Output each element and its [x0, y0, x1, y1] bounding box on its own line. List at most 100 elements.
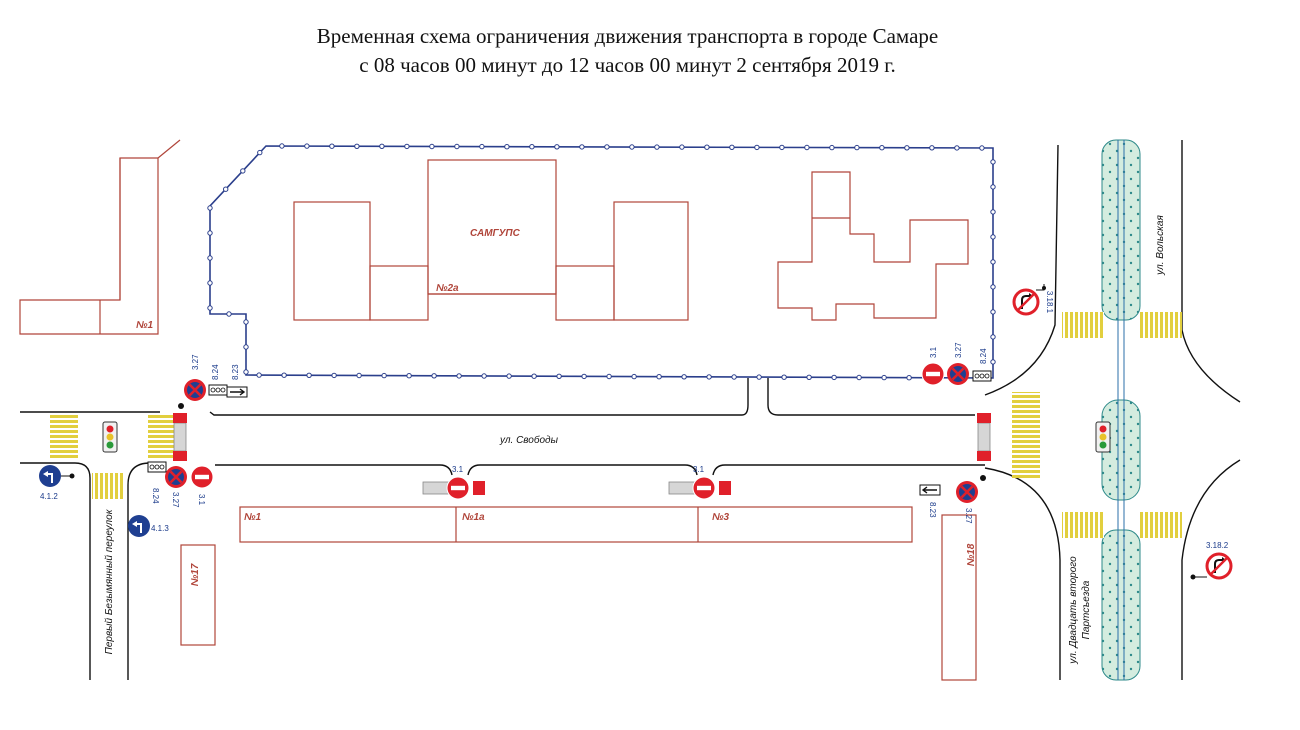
barrier-dot: [881, 374, 887, 381]
barrier-dot: [479, 143, 485, 150]
code-824-c: 8.24: [151, 488, 160, 504]
barrier-dot: [806, 374, 812, 380]
barrier-dot: [504, 144, 510, 150]
barrier-dot: [831, 374, 837, 381]
barrier-dot: [729, 144, 735, 151]
code-31-c: 3.1: [197, 494, 206, 506]
barrier-dot: [279, 143, 285, 149]
sign-plate-icon: [208, 384, 228, 396]
barrier-dot: [304, 143, 310, 149]
barrier-dot: [656, 374, 662, 380]
road-barriers: [172, 412, 992, 462]
barrier-dot: [990, 209, 996, 215]
barrier-dot: [990, 159, 996, 165]
barrier-dot: [243, 319, 249, 325]
barrier-dot: [226, 311, 232, 317]
street-svobody: ул. Свободы: [499, 434, 559, 446]
label-b3: №3: [712, 512, 729, 523]
code-823-a: 8.23: [231, 364, 240, 380]
sign-group-nw: 3.27 8.24 8.23: [178, 354, 248, 409]
barrier-dot: [404, 143, 410, 150]
barrier-dot: [681, 374, 687, 380]
no-turn-right-sign-icon: [1012, 288, 1040, 316]
no-stopping-sign-icon: [163, 464, 189, 490]
label-b1-bottom: №1: [244, 512, 261, 523]
turn-direction-sign-icon: [38, 464, 62, 488]
barrier-dot: [207, 230, 213, 236]
barrier-dot: [990, 259, 996, 265]
barrier-dot: [207, 205, 213, 211]
barrier-dot: [704, 144, 710, 150]
barrier-dot: [990, 334, 996, 340]
barrier-dot: [256, 372, 262, 378]
sign-group-se: 8.23 3.27: [919, 475, 986, 524]
barrier-dot: [954, 145, 960, 151]
barrier-dot: [556, 373, 562, 379]
barrier-dot: [379, 143, 385, 150]
code-31-e: 3.1: [693, 465, 705, 474]
no-entry-sign-icon: [921, 362, 945, 386]
barrier-icon: [976, 412, 992, 462]
code-413: 4.1.3: [151, 524, 169, 533]
barrier-dot: [829, 144, 835, 151]
barrier-dot: [804, 144, 810, 151]
no-stopping-sign-icon: [954, 479, 980, 505]
code-31-d: 3.1: [452, 465, 464, 474]
street-labels: ул. Свободы ул. Вольская Первый Безымянн…: [104, 215, 1166, 665]
barrier-dot: [856, 374, 862, 381]
title-line-1: Временная схема ограничения движения тра…: [316, 24, 939, 48]
barrier-dot: [990, 234, 996, 240]
street-volskaya: ул. Вольская: [1155, 215, 1166, 276]
barrier-dot: [879, 145, 885, 151]
no-turn-left-sign-icon: [1205, 552, 1233, 580]
barrier-dot: [431, 373, 437, 379]
sign-group-3182: 3.18.2: [1190, 541, 1233, 580]
code-823-f: 8.23: [928, 502, 937, 518]
barrier-dot: [990, 284, 996, 290]
title-line-2: с 08 часов 00 минут до 12 часов 00 минут…: [359, 53, 896, 77]
barrier-dot: [223, 186, 229, 192]
crosswalks: [50, 312, 1182, 538]
barrier-dot: [240, 168, 246, 174]
sign-pole-icon: [178, 403, 184, 409]
barrier-dot: [706, 374, 712, 380]
barrier-dot: [243, 369, 249, 375]
barrier-dot: [854, 144, 860, 151]
code-327-c: 3.27: [171, 492, 180, 508]
barrier-dot: [331, 372, 337, 379]
barrier-dot: [606, 373, 612, 380]
barrier-dot: [406, 373, 412, 379]
code-327-b: 3.27: [954, 342, 963, 358]
sign-group-3181: 3.18.1: [1012, 284, 1054, 316]
barrier-dot: [629, 144, 635, 150]
no-stopping-sign-icon: [182, 377, 208, 403]
label-samgups: САМГУПС: [470, 228, 521, 239]
median-strip: [1101, 139, 1141, 681]
barrier-dot: [281, 372, 287, 378]
road-curbs: [20, 140, 1241, 680]
barrier-dot: [779, 144, 785, 151]
barrier-dot: [731, 374, 737, 380]
label-b1a: №1а: [462, 512, 485, 523]
traffic-light-icon: [1095, 421, 1111, 453]
barrier-dot: [579, 144, 585, 150]
no-stopping-sign-icon: [945, 361, 971, 387]
barrier-dot: [990, 309, 996, 315]
no-entry-sign-icon: [446, 476, 470, 500]
code-824-a: 8.24: [211, 364, 220, 380]
barrier-dot: [207, 305, 213, 311]
sign-group-ne: 3.1 3.27 8.24: [921, 342, 992, 387]
barrier-dot: [554, 144, 560, 150]
dotted-barrier: [207, 143, 996, 381]
barrier-dot: [990, 184, 996, 190]
barrier-dot: [329, 143, 335, 149]
street-dvadtsat-line2: Партсъезда: [1081, 580, 1092, 639]
barrier-dot: [979, 145, 985, 151]
barrier-dot: [604, 144, 610, 150]
barrier-dot: [481, 373, 487, 379]
code-327-a: 3.27: [191, 354, 200, 370]
sign-plate-icon: [972, 370, 992, 382]
barrier-dot: [531, 373, 537, 379]
barrier-dot: [581, 373, 587, 380]
